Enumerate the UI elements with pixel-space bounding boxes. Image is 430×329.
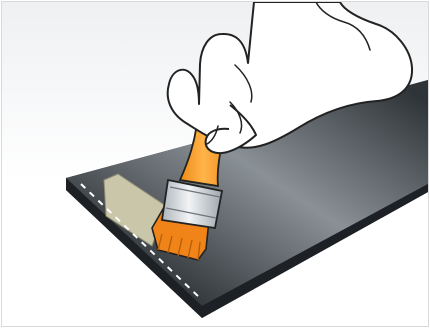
application-illustration bbox=[2, 2, 428, 326]
